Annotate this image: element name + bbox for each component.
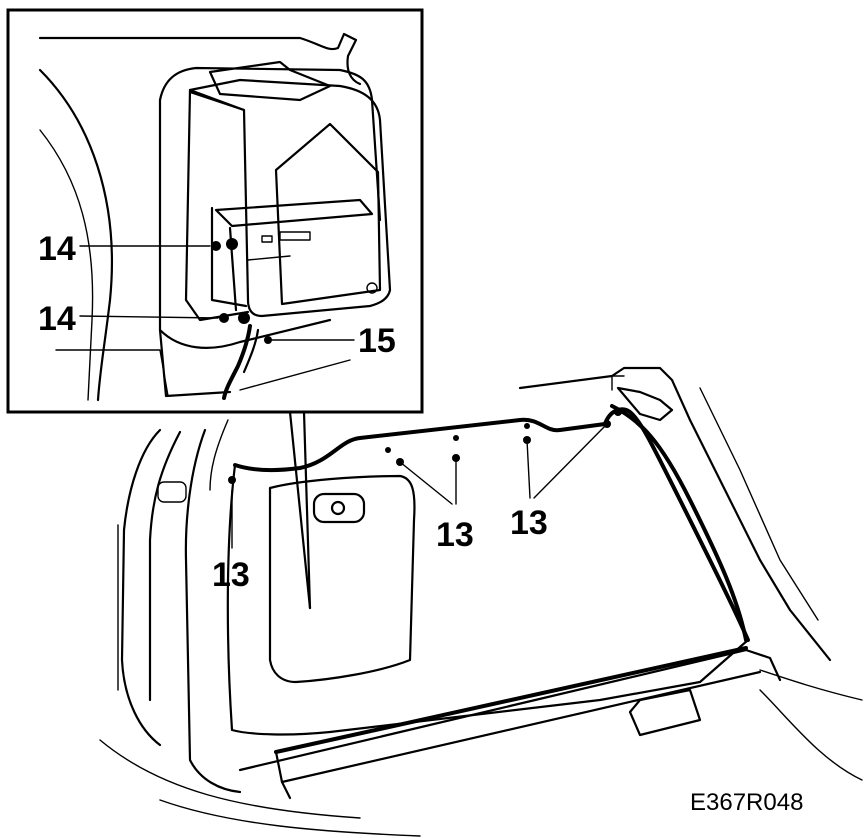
callout-13-left: 13 [212, 556, 250, 594]
callout-13-middle: 13 [436, 516, 474, 554]
clip-dot [453, 435, 459, 441]
bracket-screw-top [211, 241, 221, 251]
figure-reference-code: E367R048 [690, 789, 803, 816]
callout-13-right: 13 [510, 504, 548, 542]
connector-dot [264, 336, 272, 344]
clip-dot [524, 423, 530, 429]
clip-dot [614, 408, 622, 416]
bracket-screw-bottom [238, 312, 250, 324]
inset-pointer [288, 410, 312, 610]
callout-15: 15 [358, 322, 396, 360]
cover-handle [312, 492, 366, 524]
clip-dot [228, 476, 236, 484]
wire-harness [222, 324, 252, 400]
bracket-screw-bottom [219, 313, 229, 323]
main-view [99, 366, 863, 837]
callout-14-upper: 14 [38, 230, 76, 268]
clip-dot [385, 447, 391, 453]
module-box [188, 78, 392, 318]
inset-detail-view [6, 8, 424, 414]
callout-14-lower: 14 [38, 300, 76, 338]
inset-frame [6, 8, 424, 414]
access-cover [268, 474, 416, 684]
bracket-screw-top [226, 238, 238, 250]
